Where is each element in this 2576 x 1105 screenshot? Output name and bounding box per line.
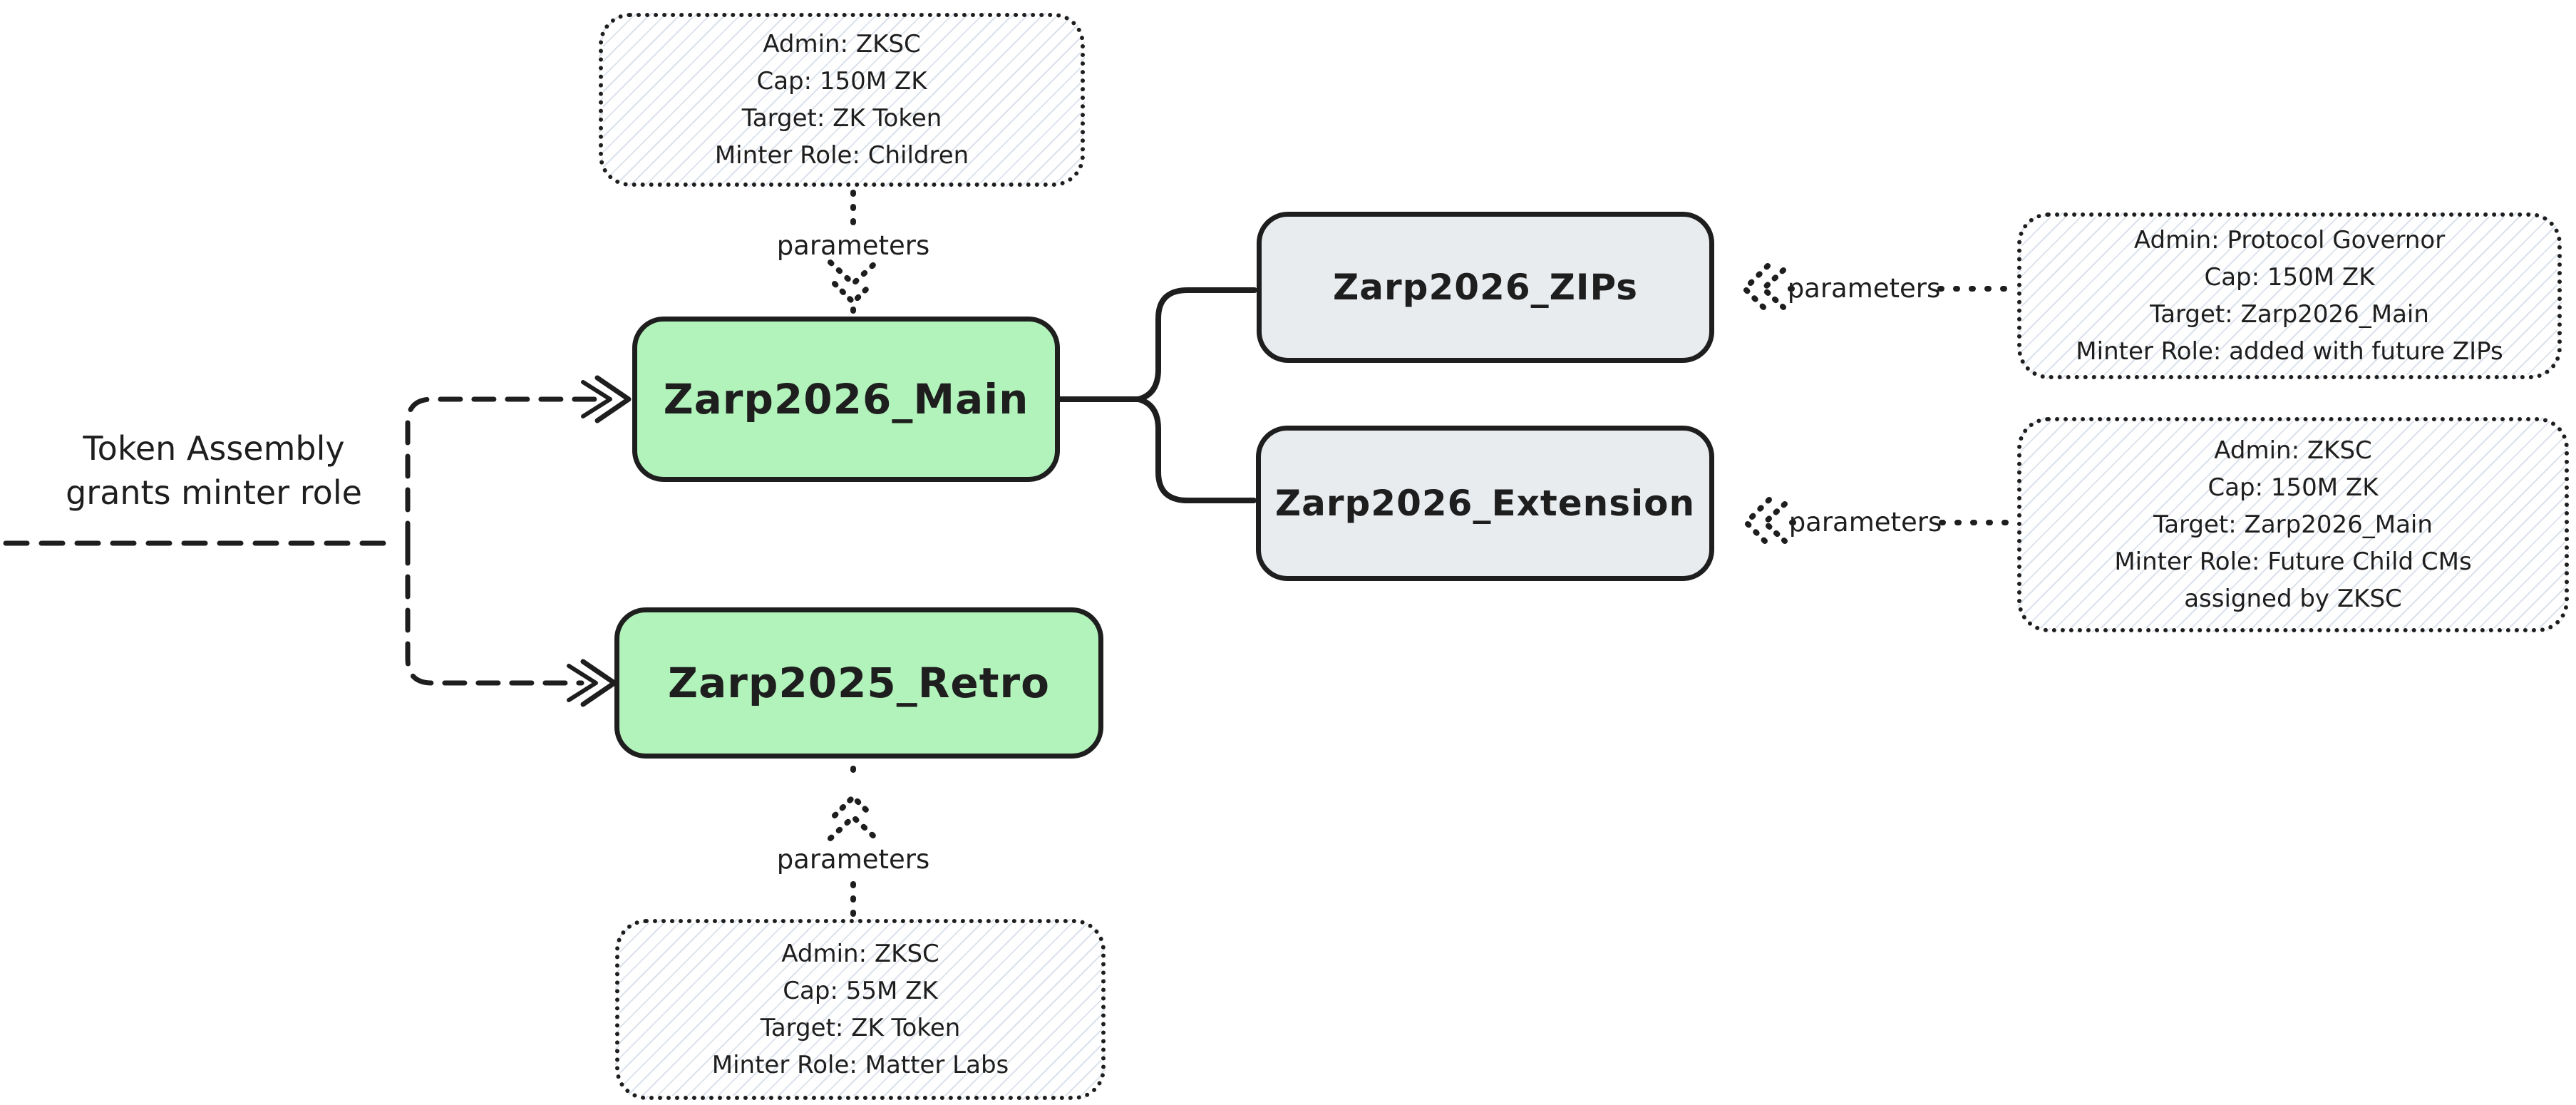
param-box-zips: Admin: Protocol Governor Cap: 150M ZK Ta… [2017, 212, 2562, 379]
arrowhead-params-top-inner [832, 281, 875, 305]
node-zarp2026-extension-label: Zarp2026_Extension [1274, 483, 1696, 524]
arrowhead-params-bottom-inner [832, 794, 875, 818]
arrowhead-params-extension-outer [1743, 497, 1772, 548]
arrowhead-retro-inner [567, 664, 598, 702]
param-line: Minter Role: Children [714, 141, 969, 170]
param-line: Target: ZK Token [741, 104, 942, 133]
param-line: Cap: 150M ZK [756, 67, 927, 96]
param-line: Admin: ZKSC [2214, 436, 2372, 465]
param-line: Cap: 55M ZK [783, 977, 938, 1005]
param-line: Cap: 150M ZK [2207, 473, 2379, 502]
arrowhead-params-top-outer [828, 259, 879, 287]
node-zarp2026-main: Zarp2026_Main [632, 317, 1060, 482]
node-zarp2025-retro-label: Zarp2025_Retro [668, 659, 1050, 707]
node-zarp2026-main-label: Zarp2026_Main [663, 375, 1029, 423]
token-assembly-note-line2: grants minter role [66, 473, 362, 512]
edge-main-to-zips [1135, 287, 1257, 402]
param-line: Minter Role: Future Child CMs [2114, 548, 2472, 576]
param-line: Admin: ZKSC [763, 30, 921, 58]
node-zarp2026-zips: Zarp2026_ZIPs [1257, 212, 1714, 363]
param-box-retro: Admin: ZKSC Cap: 55M ZK Target: ZK Token… [615, 919, 1106, 1100]
param-box-extension: Admin: ZKSC Cap: 150M ZK Target: Zarp202… [2017, 417, 2569, 632]
node-zarp2026-extension: Zarp2026_Extension [1256, 426, 1714, 581]
edge-label-params-main: parameters [776, 230, 930, 261]
edge-assembly-to-retro [405, 540, 584, 686]
node-zarp2025-retro: Zarp2025_Retro [614, 607, 1103, 759]
param-box-main: Admin: ZKSC Cap: 150M ZK Target: ZK Toke… [599, 13, 1085, 187]
token-assembly-note: Token Assembly grants minter role [21, 426, 406, 515]
param-line: Cap: 150M ZK [2204, 263, 2375, 292]
param-line: Minter Role: added with future ZIPs [2076, 337, 2503, 366]
edge-label-params-zips: parameters [1787, 273, 1941, 304]
arrowhead-main [594, 375, 632, 423]
param-line: assigned by ZKSC [2184, 585, 2402, 613]
param-line: Target: ZK Token [760, 1014, 961, 1042]
edge-label-params-extension: parameters [1788, 507, 1942, 538]
token-assembly-note-line1: Token Assembly [83, 429, 345, 468]
arrowhead-params-zips-inner [1761, 267, 1786, 310]
edge-main-to-extension [1135, 396, 1257, 503]
arrowhead-retro [580, 659, 617, 707]
edge-label-params-retro: parameters [776, 844, 930, 875]
node-zarp2026-zips-label: Zarp2026_ZIPs [1333, 267, 1638, 308]
param-line: Minter Role: Matter Labs [711, 1051, 1009, 1079]
arrowhead-params-bottom-outer [828, 814, 879, 841]
arrowhead-main-inner [581, 380, 612, 418]
param-line: Target: Zarp2026_Main [2153, 510, 2433, 539]
param-line: Target: Zarp2026_Main [2150, 300, 2429, 329]
param-line: Admin: ZKSC [781, 940, 939, 968]
arrowhead-params-zips-outer [1742, 263, 1771, 314]
param-line: Admin: Protocol Governor [2133, 226, 2446, 255]
edge-assembly-to-main [405, 396, 597, 546]
arrowhead-params-extension-inner [1762, 501, 1788, 544]
